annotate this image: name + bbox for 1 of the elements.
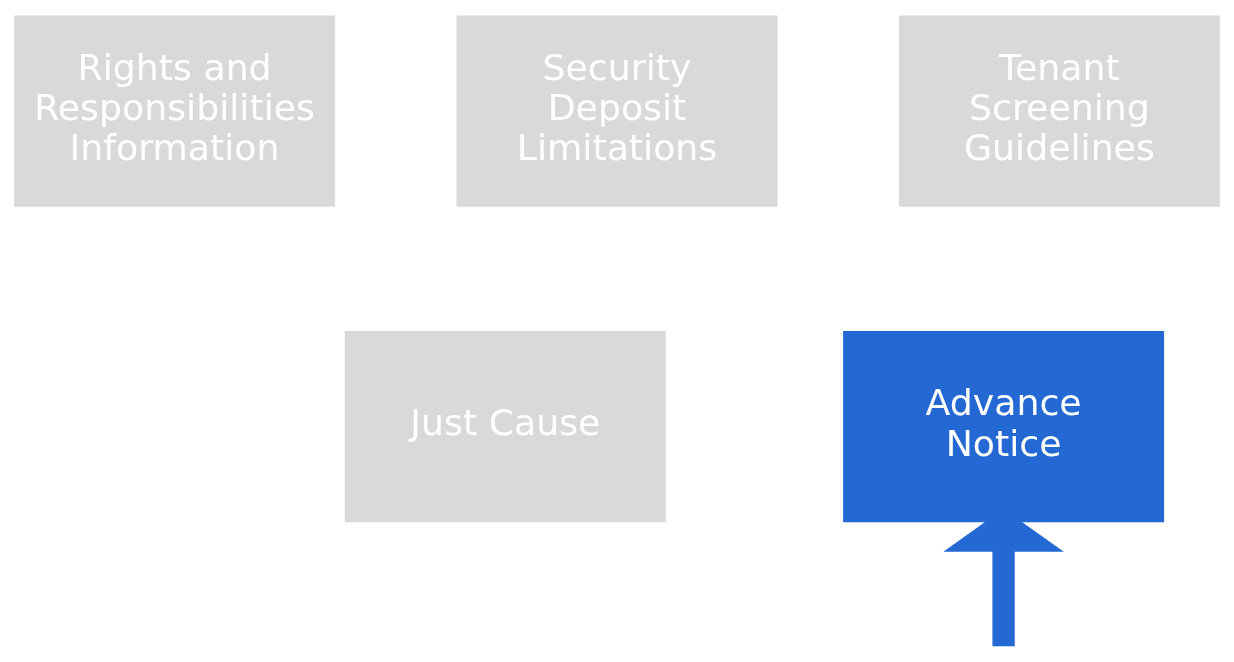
node-box: Advance Notice — [843, 330, 1165, 522]
